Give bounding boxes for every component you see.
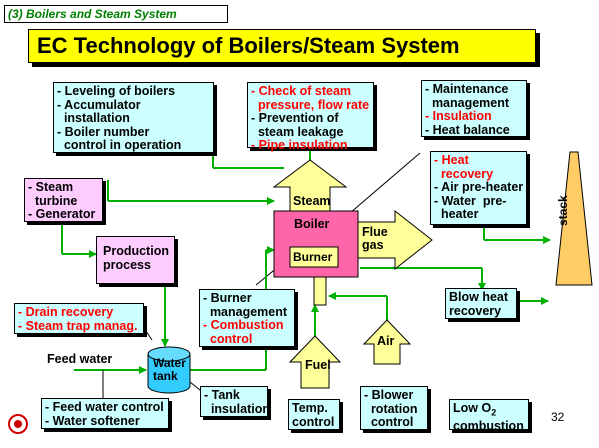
feed-control-item: - Water softener xyxy=(45,413,140,428)
leveling-item: installation xyxy=(57,111,130,125)
maintenance-item: management xyxy=(425,95,510,110)
burner-mgmt-item: - Burner xyxy=(203,291,252,305)
burner-mgmt-item: management xyxy=(203,304,288,319)
fuel-arrow xyxy=(288,335,342,389)
air-label: Air xyxy=(377,334,395,348)
steam-check-item: - Prevention of xyxy=(251,111,339,125)
turbine-item: - Generator xyxy=(28,207,96,221)
box-low-o2-combustion: Low O2 combustion xyxy=(449,399,529,433)
box-burner-management: - Burner management - Combustion control xyxy=(199,289,295,347)
box-temp-control: Temp. control xyxy=(288,399,340,430)
low-o2-item: Low O2 xyxy=(453,401,497,418)
stack-shape xyxy=(555,151,593,286)
low-o2-item: combustion xyxy=(453,419,524,433)
steam-arrow xyxy=(272,159,348,213)
heat-recovery-item: - Air pre-heater xyxy=(434,180,524,194)
leveling-item: control in operation xyxy=(57,138,182,152)
box-steam-turbine: - Steam turbine - Generator xyxy=(24,178,103,222)
tank-insulation-item: - Tank xyxy=(204,388,240,402)
box-leveling-boilers: - Leveling of boilers - Accumulator inst… xyxy=(53,82,214,153)
connector-maint-boiler xyxy=(349,152,421,214)
box-drain-recovery: - Drain recovery - Steam trap manag. xyxy=(14,303,144,334)
page-title: EC Technology of Boilers/Steam System xyxy=(28,29,536,63)
blower-item: rotation xyxy=(364,401,418,416)
heat-recovery-item: heater xyxy=(434,207,479,221)
water-tank-shape xyxy=(147,354,191,394)
burner-stub xyxy=(313,276,327,306)
production-item: Production xyxy=(103,244,169,258)
leveling-item: - Leveling of boilers xyxy=(57,84,176,98)
fuel-label: Fuel xyxy=(305,358,331,372)
blow-heat-item: recovery xyxy=(449,303,502,318)
blower-item: - Blower xyxy=(364,388,414,402)
box-tank-insulation: - Tank insulation xyxy=(200,386,270,417)
turbine-item: turbine xyxy=(28,193,78,208)
heat-recovery-item: - Water pre- xyxy=(434,193,507,208)
heat-recovery-item: recovery xyxy=(434,166,494,181)
steam-check-item: - Pipe insulation xyxy=(251,138,348,152)
box-maintenance: - Maintenance management - Insulation - … xyxy=(421,80,527,137)
heat-recovery-item: - Heat xyxy=(434,153,469,167)
feed-control-item: - Feed water control xyxy=(45,400,164,414)
box-blow-heat-recovery: Blow heat recovery xyxy=(445,288,517,319)
burner-mgmt-item: - Combustion xyxy=(203,318,284,332)
flue-gas-arrow xyxy=(355,209,433,271)
steam-check-item: steam leakage xyxy=(251,124,344,139)
air-arrow xyxy=(362,319,412,365)
logo-icon xyxy=(8,414,28,434)
box-heat-recovery: - Heat recovery - Air pre-heater - Water… xyxy=(430,151,527,225)
water-tank-top xyxy=(147,346,191,362)
drain-item: - Steam trap manag. xyxy=(18,318,138,333)
box-feed-water-control: - Feed water control - Water softener xyxy=(41,398,169,429)
connector-drain-tank xyxy=(143,327,153,341)
temp-control-item: Temp. xyxy=(292,401,328,415)
drain-item: - Drain recovery xyxy=(18,305,114,319)
turbine-item: - Steam xyxy=(28,180,74,194)
feed-water-label: Feed water xyxy=(47,352,113,366)
burner-label: Burner xyxy=(293,250,333,264)
box-steam-check: - Check of steam pressure, flow rate - P… xyxy=(247,82,374,152)
section-tag: (3) Boilers and Steam System xyxy=(4,5,228,23)
stack-label: stack xyxy=(556,195,570,226)
leveling-item: - Accumulator xyxy=(57,97,141,112)
steam-label: Steam xyxy=(293,194,331,208)
tank-insulation-item: insulation xyxy=(204,401,270,416)
box-production-process: Production process xyxy=(96,236,175,284)
leveling-item: - Boiler number xyxy=(57,124,150,139)
maintenance-item: - Insulation xyxy=(425,109,492,123)
blower-item: control xyxy=(364,415,414,429)
burner-block xyxy=(289,246,339,268)
box-blower-rotation: - Blower rotation control xyxy=(360,386,428,430)
temp-control-item: control xyxy=(292,414,335,429)
steam-check-item: - Check of steam xyxy=(251,84,352,98)
steam-check-item: pressure, flow rate xyxy=(251,97,370,112)
boiler-label: Boiler xyxy=(294,217,330,231)
production-item: process xyxy=(103,257,151,272)
blow-heat-item: Blow heat xyxy=(449,290,509,304)
burner-mgmt-item: control xyxy=(203,331,253,346)
page-number: 32 xyxy=(551,410,565,424)
maintenance-item: - Maintenance xyxy=(425,82,509,96)
maintenance-item: - Heat balance xyxy=(425,122,510,137)
